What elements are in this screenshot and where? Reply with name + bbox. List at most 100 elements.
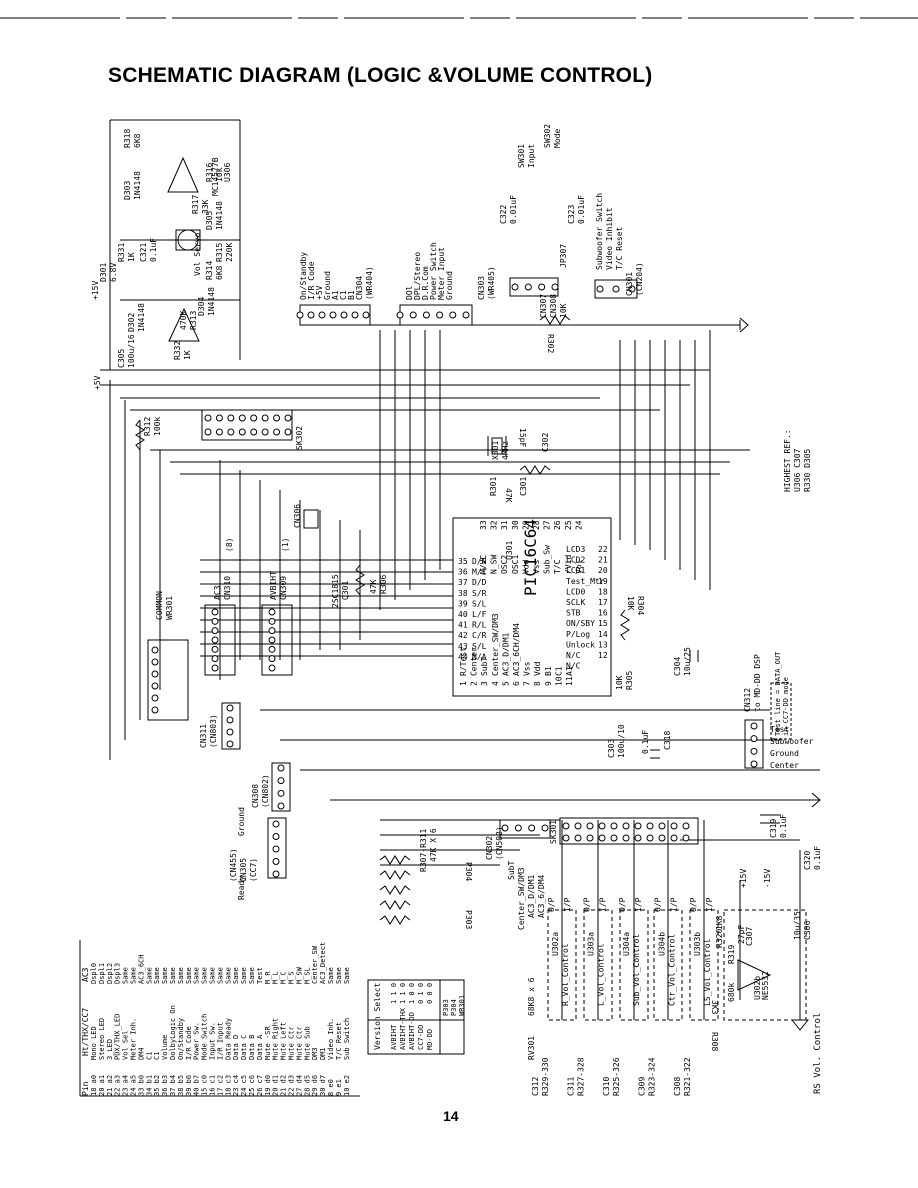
vol-channel-input-label: I/P — [599, 897, 608, 912]
connector-pin — [151, 658, 159, 666]
connector-pin — [511, 283, 519, 291]
c304-value: 10u/25 — [683, 647, 692, 676]
pin-table-function: T/C Reset — [335, 1022, 343, 1060]
sk301-pin — [622, 834, 630, 842]
mcu-left-pin-number: 4 — [491, 681, 500, 686]
p304-label: P304 — [464, 862, 473, 881]
mcu-right-pin-label: /Vid — [564, 555, 573, 574]
jp307-label: JP307 — [559, 244, 568, 268]
r332-value: 1K — [183, 350, 192, 360]
r315-value: 220K — [225, 243, 234, 262]
mcu-left-pin-number: 8 — [533, 681, 542, 686]
vol-channel-cap: C309 — [638, 1077, 647, 1096]
version-table-row-name: AVBIHT-THX — [399, 1007, 407, 1050]
cn310-housing — [204, 604, 236, 676]
pin-table-function: Mute -SR — [264, 1025, 272, 1060]
cn312-housing — [744, 719, 764, 769]
mcu-top-pin-label: D/D — [472, 578, 487, 587]
cn303-ref: CN303 — [477, 276, 486, 300]
c302-label: C302 — [541, 433, 550, 452]
pin-table-pin: 10 e2 — [343, 1075, 351, 1096]
cn305-ref: CN305 — [239, 858, 248, 882]
connector-pin — [351, 311, 359, 319]
c305-value: 100u/16 — [127, 334, 136, 368]
pin-table-ac3: M_SL — [303, 967, 311, 984]
pin-table-pin: 18 a0 — [90, 1075, 98, 1096]
u306-part: MC14577B — [211, 157, 220, 196]
sk301-pin — [658, 834, 666, 842]
cn303-sub: (WR405) — [487, 266, 496, 300]
pin-table-pin: 24 a5 — [130, 1075, 138, 1096]
pin-table-pin: 38 b5 — [177, 1075, 185, 1096]
version-table-title: Version Select — [373, 982, 382, 1050]
cn301-pin-3: T/C Reset — [615, 226, 624, 270]
pin-table-ac3: Same — [224, 967, 232, 984]
cn304-ref: CN304 — [355, 276, 364, 300]
version-table-box — [367, 979, 465, 1055]
vol-channel-resistors: R327-328 — [577, 1057, 586, 1096]
mcu-bottom-pin-label: N/C — [566, 651, 581, 660]
mcu-bottom-pin-number: 19 — [598, 577, 608, 586]
cn312-note-box — [770, 682, 792, 740]
sk302-housing — [201, 409, 293, 441]
cn308-housing — [271, 762, 291, 812]
r331-label: R331 — [117, 243, 126, 262]
r304-value: 10K — [626, 596, 635, 611]
mcu-bottom-pin-number: 16 — [598, 609, 608, 618]
pin-table-pin: 26 c7 — [256, 1075, 264, 1096]
pin-table-pin: 27 d4 — [295, 1075, 303, 1096]
c319-label: C319 — [769, 819, 778, 838]
pin-table-ac3: Dspl3 — [114, 963, 122, 984]
connector-pin — [227, 428, 235, 436]
mcu-top-pin-number: 42 — [458, 631, 468, 640]
pin-table-function: Volume — [161, 1035, 169, 1060]
vol-channel-opamp: U304b — [658, 932, 667, 956]
mcu-bottom-pin-label: STB — [566, 609, 581, 618]
mcu-left-pin-label: A1 — [565, 666, 574, 676]
cn311-sub: (CN803) — [209, 714, 218, 748]
pin-table-ac3: Same — [193, 967, 201, 984]
mcu-top-pin-label: C/R — [472, 631, 487, 640]
cn304-pin-5: A1 — [331, 290, 340, 300]
r318-label: R318 — [123, 129, 132, 148]
mcu-top-pin-label: S/R — [472, 589, 487, 598]
pin-table-pin: 25 c6 — [248, 1075, 256, 1096]
cn301-sub: (CN204) — [635, 262, 644, 296]
vol-channel-input-label: I/P — [705, 897, 714, 912]
r314-value: 6K8 — [215, 265, 224, 280]
vol-channel-opamp: U303a — [587, 932, 596, 956]
mcu-left-pin-number: 9 — [544, 681, 553, 686]
connector-pin — [215, 428, 223, 436]
cn303-pin-2: DPL/Stereo — [413, 252, 422, 300]
pin-table-pin: 23 a4 — [122, 1075, 130, 1096]
cn302-pin-1: SubT — [507, 861, 516, 880]
pin-table-ac3: M_S — [288, 971, 296, 984]
sk301-pin — [658, 822, 666, 830]
connector-pin — [750, 722, 758, 730]
sw302-label: SW302 — [543, 124, 552, 148]
mcu-left-pin-label: Center_SW/DM3 — [491, 613, 500, 676]
mcu-top-pin-label: M/I — [472, 568, 487, 577]
vol-channel-input-label: I/P — [670, 897, 679, 912]
cn303-pin-4: Power Switch — [429, 242, 438, 300]
pin-table-function: Mute Ctr — [288, 1026, 296, 1060]
cn303-pin-6: Ground — [445, 271, 454, 300]
cn305-sub: (CN455) — [229, 848, 238, 882]
r302-label: R302 — [546, 334, 555, 353]
c306-label: C306 — [803, 921, 812, 940]
connector-pin — [268, 617, 276, 625]
c307-value: 27pF — [737, 925, 746, 944]
cn310-ref: CN310 — [223, 576, 232, 600]
ic-ref-label: U302b — [753, 976, 762, 1000]
pin-table-pin: 40 b7 — [193, 1075, 201, 1096]
pin-table-function: Mute Left — [280, 1022, 288, 1060]
pin-table-ac3: Center_SW — [311, 945, 319, 984]
r316-label: R316 — [205, 163, 214, 182]
vol-servo-label: Vol Servo — [193, 232, 202, 276]
r307-label: R307-R311 — [419, 828, 428, 872]
plus15v-label: +15V — [91, 281, 100, 300]
ic-part-label: NE5532 — [761, 971, 770, 1000]
version-table-row-name: MD-DD — [426, 1029, 434, 1050]
highest-ref-line1: U306 C307 — [793, 448, 802, 492]
